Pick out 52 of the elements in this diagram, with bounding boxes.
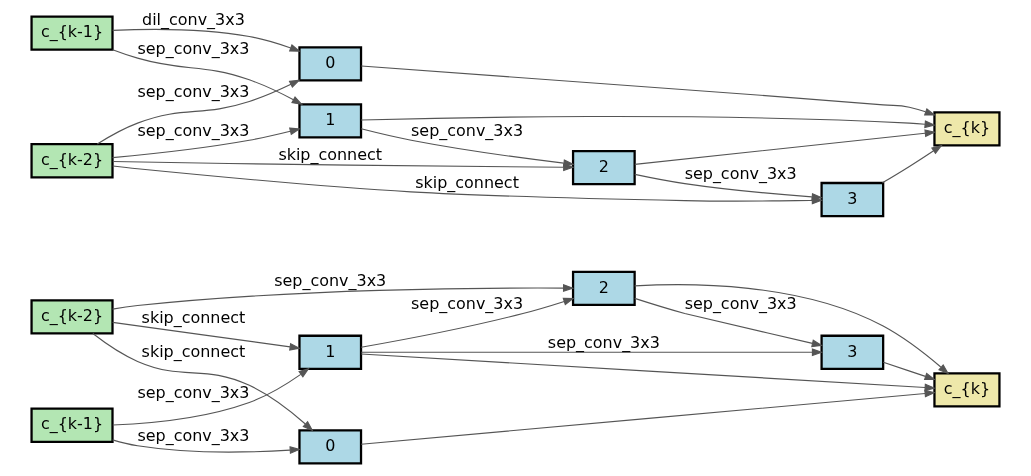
node-box: 3 [820,181,885,218]
node-box: 1 [298,103,363,139]
arrow [634,173,824,201]
edge-label: skip_connect [278,144,383,164]
edge-label: sep_conv_3x3 [684,294,797,314]
edge-label: sep_conv_3x3 [137,120,250,140]
edge-label: sep_conv_3x3 [411,120,524,140]
edge-label: skip_connect [141,307,246,327]
node-box: 2 [571,149,636,186]
arrow [112,367,310,426]
node-box: 1 [298,334,363,370]
arrow [360,297,575,348]
edge-label: sep_conv_3x3 [137,426,250,446]
edge-label: sep_conv_3x3 [137,383,250,403]
edge-label: skip_connect [141,342,246,362]
edge-label: sep_conv_3x3 [137,38,250,58]
edge-label: sep_conv_3x3 [684,164,797,184]
node-box: c_{k-2} [30,299,114,335]
arrow [112,284,575,310]
arrow [96,79,301,145]
arrow [112,439,302,455]
node-box: c_{k} [933,111,1001,147]
arrow [882,361,936,381]
edge-label: dil_conv_3x3 [142,10,245,30]
node-box: 0 [298,429,363,465]
edge-label: sep_conv_3x3 [411,294,524,314]
arrow [360,65,936,116]
edge-label: sep_conv_3x3 [547,332,660,352]
arrow [92,333,314,432]
node-box: c_{k-1} [30,407,114,443]
arrow [112,127,302,159]
arrow [360,389,936,445]
arrow [360,348,824,357]
edge-label: skip_connect [415,173,519,193]
arrow [881,144,943,184]
arrow [360,116,936,129]
edge-label: sep_conv_3x3 [274,271,387,291]
arrow [634,297,824,348]
node-box: c_{k-1} [30,15,114,51]
arrow [112,28,301,52]
arrow [360,128,575,168]
edge-label: sep_conv_3x3 [137,82,250,102]
node-box: 3 [820,334,885,370]
arrow [112,49,304,106]
arrow [112,321,301,351]
arrow [634,284,950,375]
node-box: c_{k} [933,372,1001,408]
node-box: c_{k-2} [30,143,114,179]
arrow [634,129,937,165]
node-box: 2 [571,270,636,307]
node-box: 0 [298,46,363,82]
arrow [360,353,936,392]
